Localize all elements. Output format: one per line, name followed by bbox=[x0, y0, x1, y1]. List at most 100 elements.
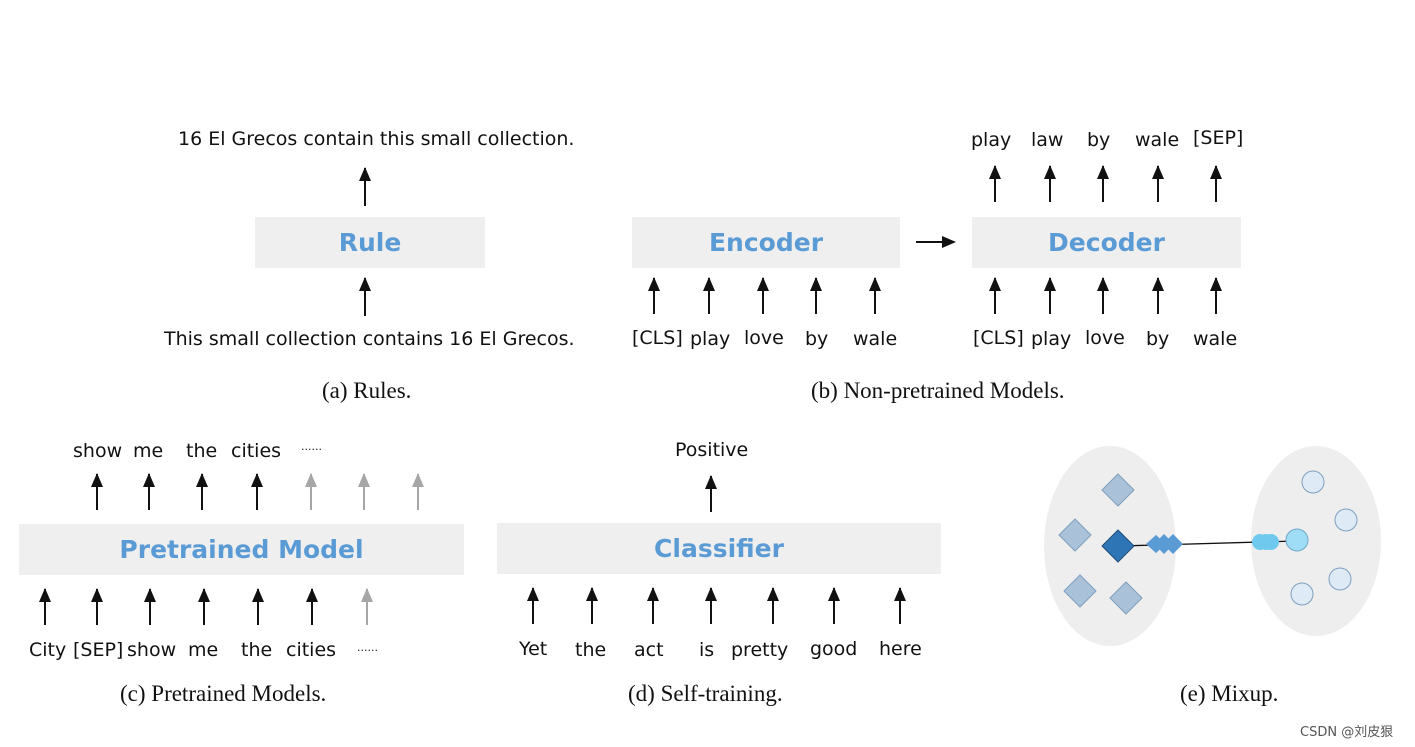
pretrained-input-arrow-gray bbox=[361, 588, 373, 625]
mixup-cluster-right bbox=[1251, 446, 1381, 636]
decoder-input-arrow bbox=[1210, 277, 1222, 314]
decoder-output-arrow bbox=[1152, 165, 1164, 202]
classifier-input-token: good bbox=[810, 638, 858, 660]
pretrained-input-arrow bbox=[306, 588, 318, 625]
classifier-input-token: Yet bbox=[519, 638, 548, 660]
pretrained-output-arrow bbox=[251, 473, 263, 510]
circle-point bbox=[1328, 567, 1352, 591]
circle-point bbox=[1290, 582, 1314, 606]
pretrained-future-arrow bbox=[358, 473, 370, 510]
rules-input-arrow bbox=[359, 277, 371, 316]
diamond-selected-point bbox=[1101, 529, 1135, 563]
pretrained-model-box: Pretrained Model bbox=[19, 524, 464, 575]
decoder-output-token: play bbox=[971, 129, 1012, 151]
decoder-input-arrow bbox=[989, 277, 1001, 314]
pretrained-input-arrow bbox=[91, 588, 103, 625]
watermark: CSDN @刘皮狠 bbox=[1300, 725, 1394, 740]
pretrained-input-arrow bbox=[198, 588, 210, 625]
encoder-input-arrow bbox=[648, 277, 660, 314]
pretrained-future-arrow bbox=[305, 473, 317, 510]
classifier-input-token: act bbox=[634, 639, 664, 661]
mixed-sample-point bbox=[1163, 534, 1183, 554]
decoder-output-arrow bbox=[1097, 165, 1109, 202]
caption-nonpretrained: (b) Non-pretrained Models. bbox=[811, 378, 1065, 403]
decoder-input-token: wale bbox=[1193, 328, 1238, 350]
classifier-input-arrow bbox=[527, 587, 539, 624]
pretrained-output-token: the bbox=[186, 440, 218, 462]
pretrained-output-token: cities bbox=[231, 440, 282, 462]
rules-input-text: This small collection contains 16 El Gre… bbox=[164, 328, 575, 350]
encoder-input-token: play bbox=[690, 328, 731, 350]
classifier-input-arrow bbox=[647, 587, 659, 624]
pretrained-output-arrow bbox=[91, 473, 103, 510]
pretrained-input-arrow bbox=[144, 588, 156, 625]
classifier-input-token: is bbox=[699, 639, 715, 661]
pretrained-input-token: cities bbox=[286, 639, 337, 661]
pretrained-input-token: the bbox=[241, 639, 273, 661]
encoder-box: Encoder bbox=[632, 217, 900, 268]
diamond-point bbox=[1109, 581, 1143, 615]
classifier-input-arrow bbox=[767, 587, 779, 624]
pretrained-input-token: City bbox=[29, 639, 67, 661]
decoder-input-arrow bbox=[1044, 277, 1056, 314]
decoder-output-token: law bbox=[1031, 129, 1064, 151]
pretrained-input-arrow bbox=[252, 588, 264, 625]
mixed-sample-point bbox=[1263, 534, 1279, 550]
classifier-input-token: here bbox=[879, 638, 922, 660]
classifier-input-token: the bbox=[575, 639, 607, 661]
classifier-output-text: Positive bbox=[675, 439, 749, 461]
encoder-input-token: love bbox=[744, 327, 784, 349]
rules-output-arrow bbox=[359, 167, 371, 206]
circle-point bbox=[1334, 508, 1358, 532]
rules-output-text: 16 El Grecos contain this small collecti… bbox=[178, 128, 575, 150]
decoder-input-token: [CLS] bbox=[973, 327, 1024, 349]
classifier-box: Classifier bbox=[497, 523, 941, 574]
decoder-output-arrow bbox=[1210, 165, 1222, 202]
circle-point bbox=[1301, 470, 1325, 494]
pretrained-input-token: [SEP] bbox=[73, 639, 124, 661]
encoder-input-token: [CLS] bbox=[632, 327, 683, 349]
decoder-box: Decoder bbox=[972, 217, 1241, 268]
mixup-diagram bbox=[1044, 446, 1381, 646]
diamond-point bbox=[1101, 473, 1135, 507]
decoder-output-arrow bbox=[989, 165, 1001, 202]
diamond-point bbox=[1063, 574, 1097, 608]
rule-box: Rule bbox=[255, 217, 485, 268]
pretrained-output-arrow bbox=[196, 473, 208, 510]
caption-mixup: (e) Mixup. bbox=[1180, 681, 1279, 706]
decoder-input-token: by bbox=[1146, 328, 1170, 350]
encoder-input-arrow bbox=[757, 277, 769, 314]
decoder-output-arrow bbox=[1044, 165, 1056, 202]
caption-rules: (a) Rules. bbox=[322, 378, 412, 403]
pretrained-future-arrow bbox=[412, 473, 424, 510]
encoder-input-token: by bbox=[805, 328, 829, 350]
circle-selected-point bbox=[1285, 528, 1309, 552]
diamond-point bbox=[1058, 518, 1092, 552]
encoder-input-arrow bbox=[703, 277, 715, 314]
pretrained-input-ellipsis: ...... bbox=[357, 641, 378, 654]
classifier-input-arrow bbox=[828, 587, 840, 624]
classifier-input-arrow bbox=[705, 587, 717, 624]
pretrained-output-token: me bbox=[133, 440, 164, 462]
decoder-input-token: play bbox=[1031, 328, 1072, 350]
encoder-input-arrow bbox=[869, 277, 881, 314]
caption-pretrained: (c) Pretrained Models. bbox=[120, 681, 327, 706]
decoder-input-token: love bbox=[1085, 327, 1125, 349]
classifier-input-arrow bbox=[586, 587, 598, 624]
encoder-to-decoder-arrow bbox=[916, 236, 956, 248]
pretrained-output-token: show bbox=[73, 440, 123, 462]
pretrained-output-ellipsis: ...... bbox=[301, 440, 322, 453]
classifier-input-token: pretty bbox=[731, 639, 789, 661]
pretrained-output-arrow bbox=[143, 473, 155, 510]
decoder-output-token: [SEP] bbox=[1193, 127, 1244, 149]
classifier-input-arrow bbox=[894, 587, 906, 624]
decoder-input-arrow bbox=[1097, 277, 1109, 314]
decoder-output-token: by bbox=[1087, 129, 1111, 151]
decoder-output-token: wale bbox=[1135, 129, 1180, 151]
decoder-input-arrow bbox=[1152, 277, 1164, 314]
encoder-input-arrow bbox=[810, 277, 822, 314]
pretrained-input-token: me bbox=[188, 639, 219, 661]
pretrained-input-arrow bbox=[39, 588, 51, 625]
pretrained-input-token: show bbox=[127, 639, 177, 661]
encoder-input-token: wale bbox=[853, 328, 898, 350]
